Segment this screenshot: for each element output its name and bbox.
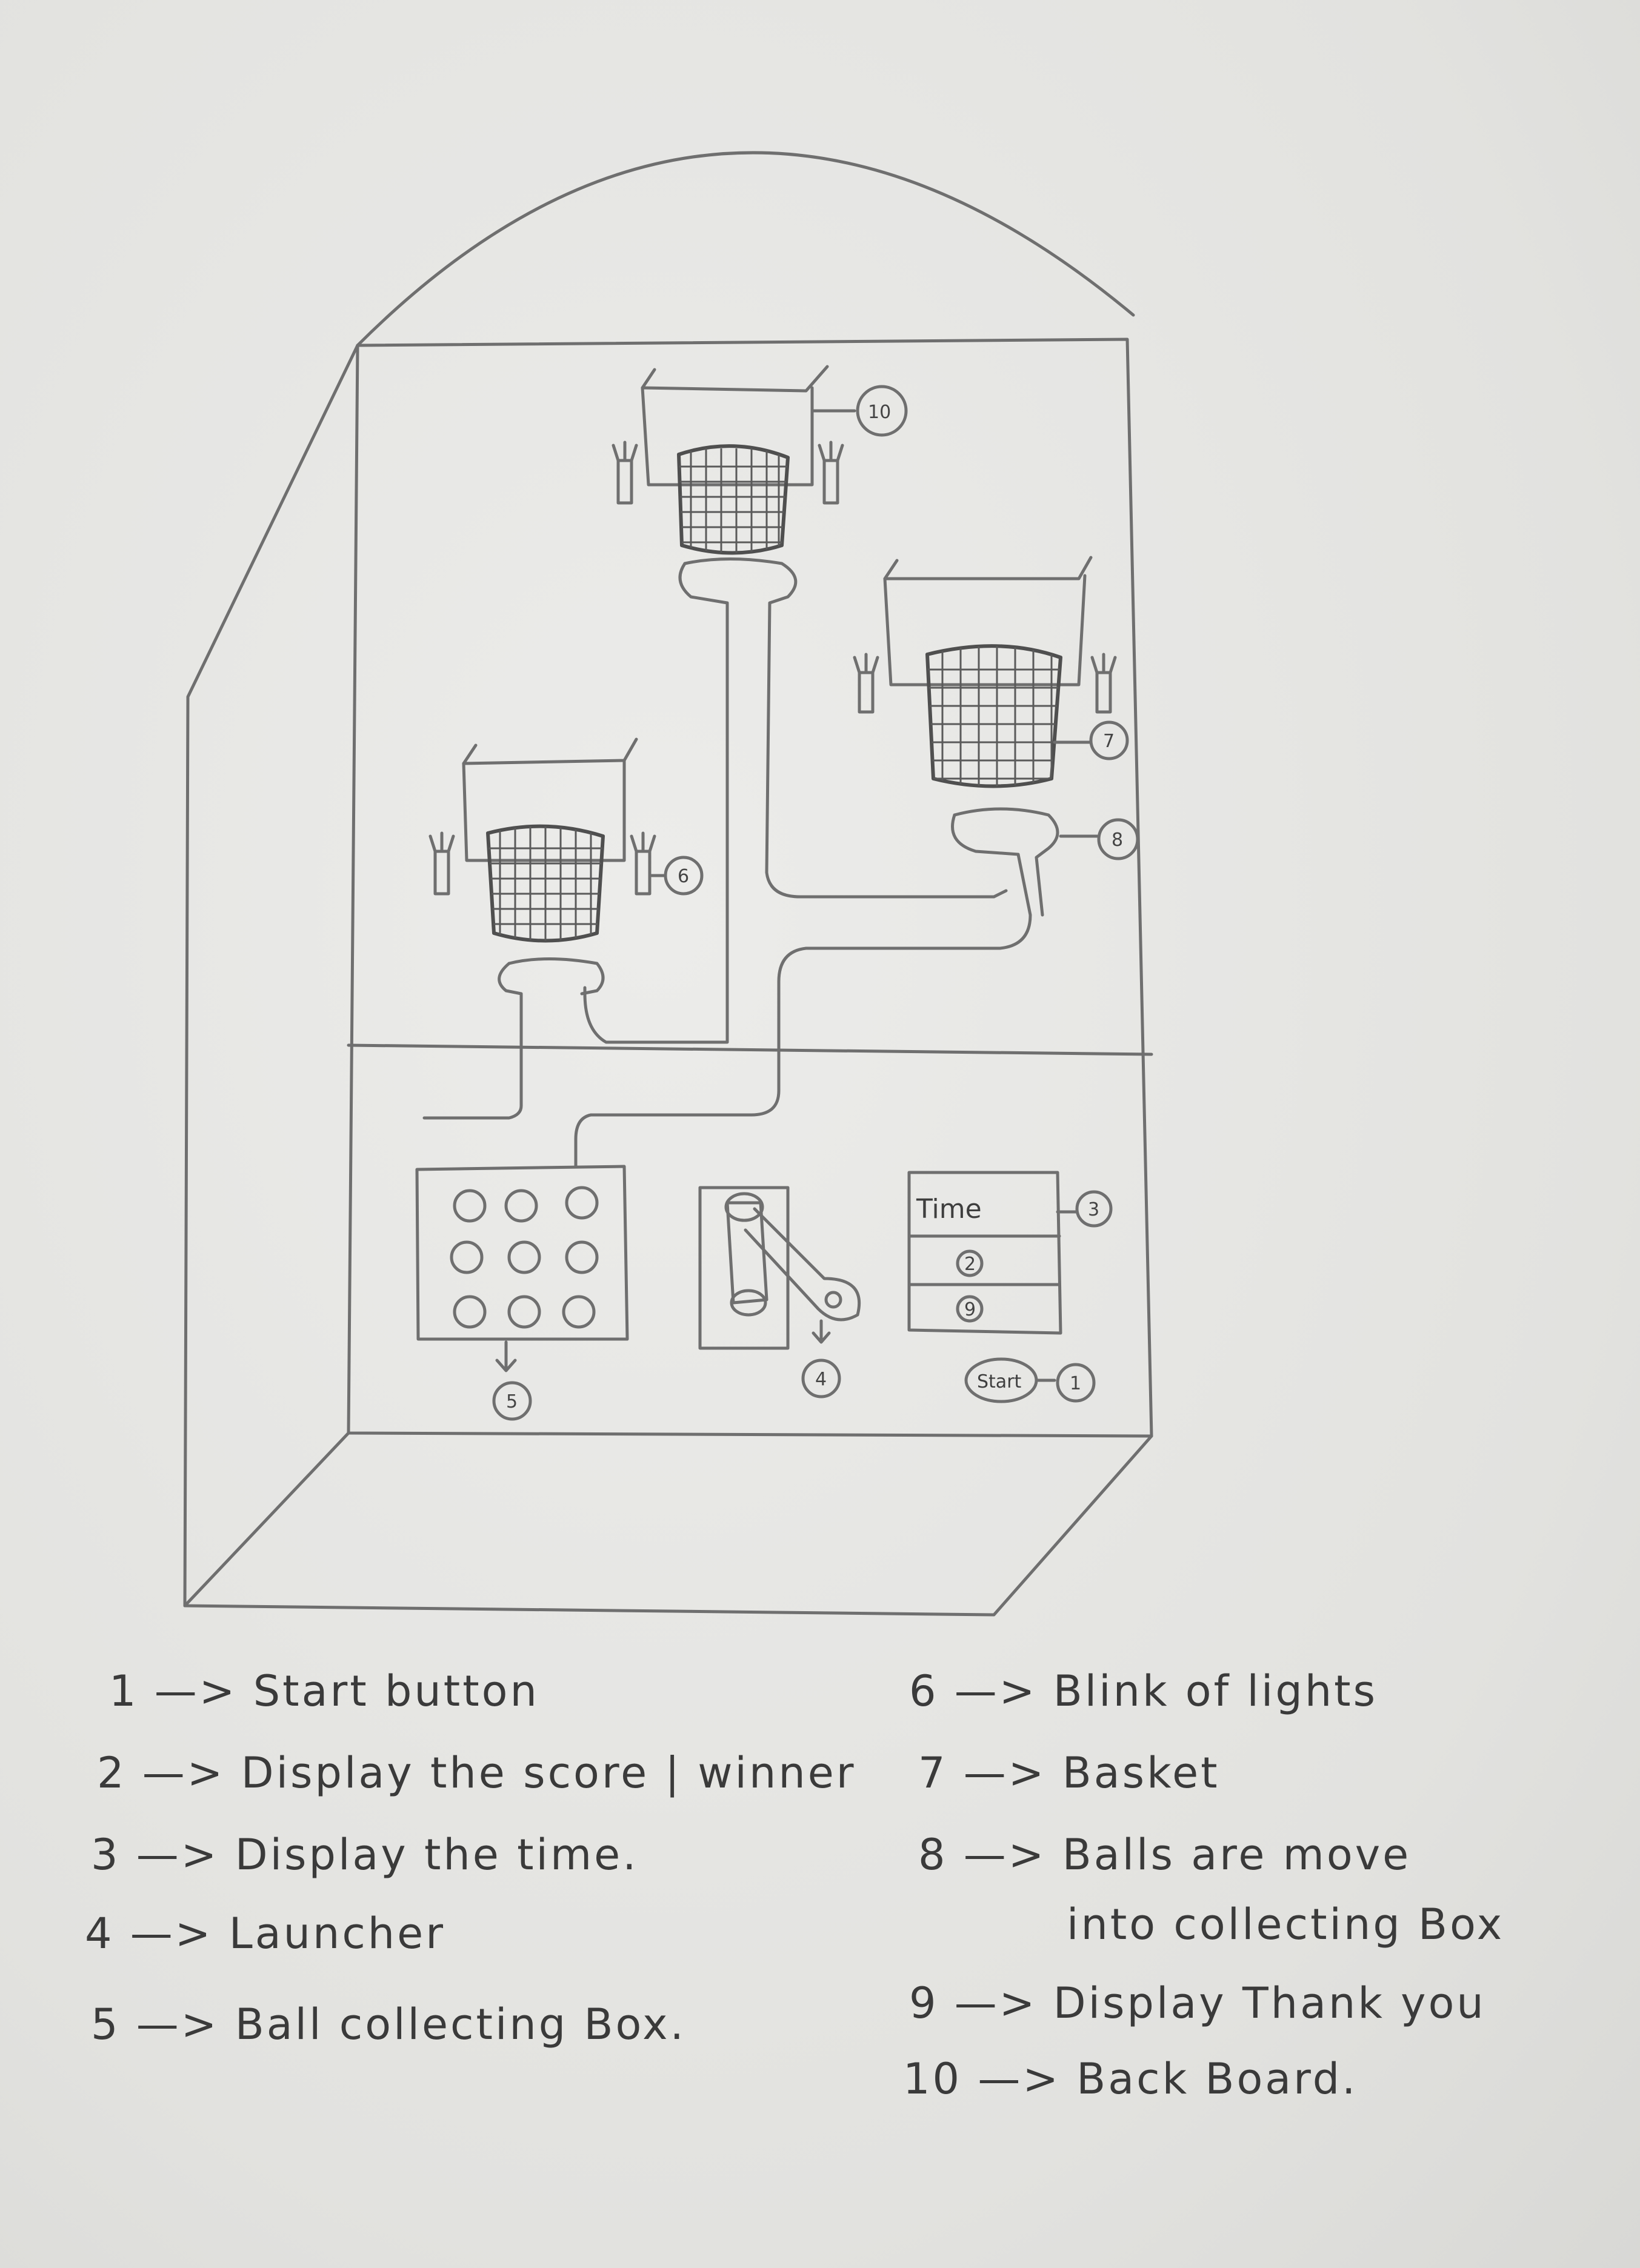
backboard-left: 6 bbox=[430, 739, 702, 894]
callout-7: 7 bbox=[1103, 731, 1115, 752]
legend-item-4: 4 —> Launcher bbox=[85, 1909, 445, 1958]
launcher: 4 bbox=[700, 1188, 859, 1397]
legend-item-5: 5 —> Ball collecting Box. bbox=[91, 2000, 686, 2049]
legend-item-7: 7 —> Basket bbox=[918, 1748, 1220, 1798]
light-left-right bbox=[636, 851, 650, 894]
light-right-right bbox=[1097, 673, 1110, 712]
cabinet-base bbox=[185, 1433, 1152, 1615]
light-top-right bbox=[824, 461, 838, 503]
callout-6: 6 bbox=[678, 866, 689, 887]
basket-top bbox=[679, 446, 788, 557]
start-button-label: Start bbox=[977, 1371, 1022, 1392]
legend-item-9: 9 —> Display Thank you bbox=[909, 1978, 1486, 2028]
cabinet-top-arch bbox=[358, 153, 1133, 345]
legend-item-1: 1 —> Start button bbox=[109, 1666, 539, 1716]
backboard-right bbox=[855, 557, 1115, 712]
callout-2: 2 bbox=[964, 1254, 976, 1275]
callout-8: 8 bbox=[1112, 830, 1123, 851]
light-top-left bbox=[618, 461, 632, 503]
callout-10: 10 bbox=[868, 402, 891, 423]
legend-item-8-cont: into collecting Box bbox=[1067, 1900, 1504, 1949]
legend-item-3: 3 —> Display the time. bbox=[91, 1830, 639, 1880]
callout-3: 3 bbox=[1088, 1199, 1099, 1220]
legend-item-6: 6 —> Blink of lights bbox=[909, 1666, 1378, 1716]
callout-5: 5 bbox=[506, 1391, 518, 1412]
light-right-left bbox=[859, 673, 873, 712]
chute-right bbox=[576, 815, 1030, 1166]
callout-1: 1 bbox=[1070, 1373, 1081, 1394]
control-panel: Time 3 2 9 Start 1 bbox=[909, 1172, 1111, 1402]
legend: 1 —> Start button 2 —> Display the score… bbox=[85, 1666, 1504, 2104]
chute-top bbox=[585, 564, 727, 1042]
callout-9: 9 bbox=[964, 1299, 976, 1320]
basket-right: 7 bbox=[924, 642, 1127, 794]
light-left-left bbox=[435, 851, 448, 894]
cabinet-divider bbox=[348, 1045, 1152, 1054]
legend-item-2: 2 —> Display the score | winner bbox=[97, 1748, 856, 1798]
cabinet-side-edge bbox=[185, 345, 358, 1606]
legend-item-8: 8 —> Balls are move bbox=[918, 1830, 1411, 1880]
chute-left bbox=[424, 963, 521, 1118]
legend-item-10: 10 —> Back Board. bbox=[903, 2054, 1358, 2104]
ball-collecting-box: 5 bbox=[417, 1166, 627, 1419]
time-display-label: Time bbox=[916, 1194, 982, 1225]
basket-left bbox=[485, 824, 606, 951]
callout-4: 4 bbox=[815, 1369, 827, 1390]
